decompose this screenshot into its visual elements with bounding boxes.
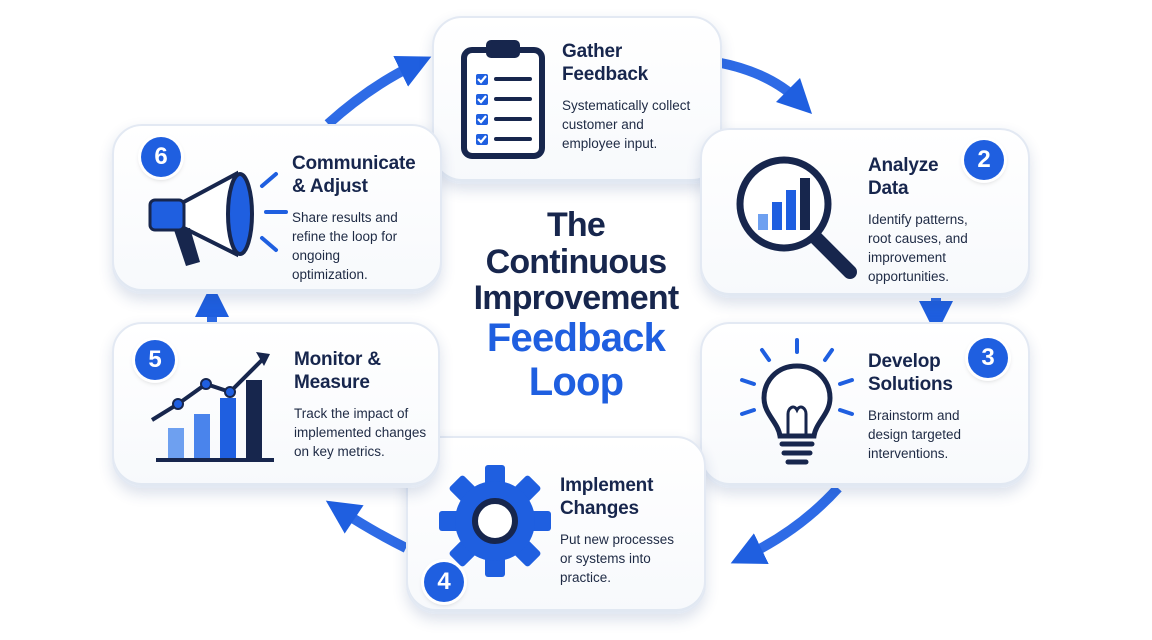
arrow-step6-to-step1 bbox=[324, 56, 432, 128]
step-title: Implement Changes bbox=[560, 475, 654, 519]
step-badge-3: 3 bbox=[968, 338, 1008, 378]
lightbulb-icon bbox=[732, 336, 862, 476]
megaphone-icon bbox=[144, 156, 290, 280]
center-title-line: Continuous bbox=[485, 243, 668, 281]
center-title-line: Improvement bbox=[473, 279, 680, 317]
center-title: The Continuous Improvement Feedback Loop bbox=[440, 206, 712, 404]
trend-bar-chart-icon bbox=[144, 344, 284, 466]
gear-icon bbox=[438, 464, 552, 578]
step-card-gather-feedback: Gather Feedback Systematically collect c… bbox=[432, 16, 722, 184]
step-description: Brainstorm and design targeted intervent… bbox=[868, 408, 962, 461]
step-description: Track the impact of implemented changes … bbox=[294, 406, 427, 459]
step-description: Put new processes or systems into practi… bbox=[560, 532, 675, 585]
center-title-line: The bbox=[546, 206, 606, 244]
step-title: Monitor & Measure bbox=[294, 349, 381, 393]
arrow-step3-to-step4 bbox=[730, 484, 842, 564]
step-badge-2: 2 bbox=[964, 140, 1004, 180]
step-title: Communicate & Adjust bbox=[292, 153, 416, 197]
step-description: Share results and refine the loop for on… bbox=[292, 210, 398, 282]
step-badge-4: 4 bbox=[424, 562, 464, 602]
clipboard-checklist-icon bbox=[460, 38, 546, 160]
center-title-highlight: Loop bbox=[528, 360, 624, 404]
step-badge-6: 6 bbox=[141, 137, 181, 177]
step-title: Gather Feedback bbox=[562, 41, 649, 85]
center-title-highlight: Feedback bbox=[486, 316, 666, 360]
step-badge-5: 5 bbox=[135, 340, 175, 380]
arrow-step1-to-step2 bbox=[715, 57, 813, 115]
step-title: Analyze Data bbox=[868, 155, 939, 199]
step-description: Systematically collect customer and empl… bbox=[562, 98, 691, 151]
magnifier-chart-icon bbox=[732, 152, 862, 282]
step-title: Develop Solutions bbox=[868, 351, 953, 395]
step-description: Identify patterns, root causes, and impr… bbox=[868, 212, 968, 284]
arrow-step4-to-step5 bbox=[325, 500, 409, 553]
